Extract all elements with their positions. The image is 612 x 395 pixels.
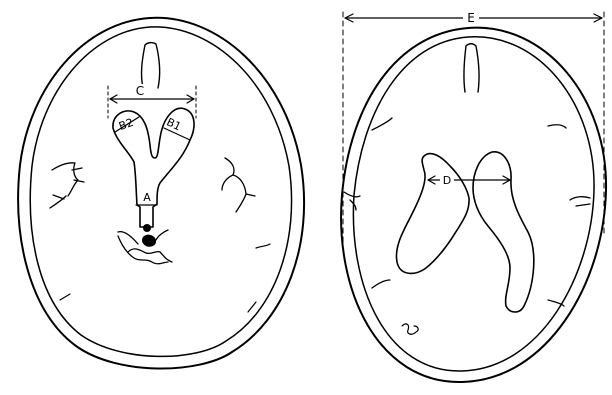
left-falx bbox=[142, 43, 160, 88]
left-sylvian-right bbox=[222, 158, 255, 212]
dark-spot-lower bbox=[142, 235, 156, 247]
left-axial-slice: C B2 B1 A bbox=[18, 18, 304, 369]
label-a: A bbox=[143, 191, 151, 204]
dark-spot-upper bbox=[143, 224, 151, 232]
right-axial-slice: E D bbox=[341, 11, 606, 382]
label-c: C bbox=[136, 84, 144, 98]
right-ventricle-left bbox=[396, 154, 469, 274]
label-b2: B2 bbox=[117, 116, 135, 133]
right-skull-inner bbox=[353, 37, 594, 371]
measurement-e: E bbox=[343, 11, 604, 255]
left-skull-outer bbox=[18, 18, 304, 369]
left-sylvian-left bbox=[50, 163, 84, 208]
label-d: D bbox=[443, 174, 451, 187]
right-skull-outer bbox=[341, 28, 606, 382]
label-e: E bbox=[467, 11, 475, 25]
left-cistern bbox=[118, 230, 172, 264]
measurement-d: D bbox=[428, 173, 510, 187]
right-falx bbox=[464, 44, 479, 92]
